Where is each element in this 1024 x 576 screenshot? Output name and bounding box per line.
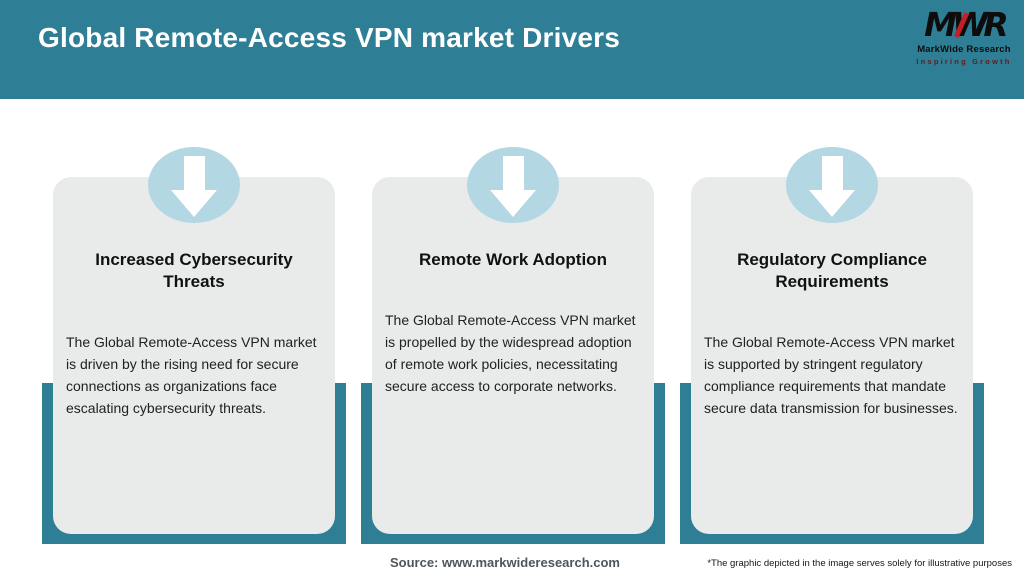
card-description: The Global Remote-Access VPN market is d… xyxy=(66,334,317,416)
down-arrow-icon xyxy=(148,147,240,223)
card-panel: Increased Cybersecurity Threats The Glob… xyxy=(53,177,335,534)
arrow-stem xyxy=(503,156,524,190)
down-arrow-icon xyxy=(467,147,559,223)
logo-company-name: MarkWide Research xyxy=(917,44,1011,55)
driver-column-regulatory: Regulatory Compliance Requirements The G… xyxy=(680,145,984,545)
card-description: The Global Remote-Access VPN market is p… xyxy=(385,312,636,394)
driver-column-cybersecurity: Increased Cybersecurity Threats The Glob… xyxy=(42,145,346,545)
disclaimer-text: *The graphic depicted in the image serve… xyxy=(707,558,1012,569)
card-title: Regulatory Compliance Requirements xyxy=(737,250,927,291)
down-arrow-icon xyxy=(786,147,878,223)
driver-column-remote-work: Remote Work Adoption The Global Remote-A… xyxy=(361,145,665,545)
arrow-head xyxy=(171,190,217,217)
arrow-head xyxy=(809,190,855,217)
arrow-head xyxy=(490,190,536,217)
card-panel: Remote Work Adoption The Global Remote-A… xyxy=(372,177,654,534)
card-title: Remote Work Adoption xyxy=(419,250,607,269)
page-title: Global Remote-Access VPN market Drivers xyxy=(38,22,621,53)
mwr-logo-mark: MWR xyxy=(909,7,1019,43)
source-text: Source: www.markwideresearch.com xyxy=(389,555,620,570)
card-title: Increased Cybersecurity Threats xyxy=(95,250,293,291)
logo-tagline: Inspiring Growth xyxy=(916,57,1012,66)
arrow-stem xyxy=(184,156,205,190)
markwide-logo: MWR MarkWide Research Inspiring Growth xyxy=(909,7,1019,67)
header-bar: Global Remote-Access VPN market Drivers … xyxy=(0,0,1024,99)
card-panel: Regulatory Compliance Requirements The G… xyxy=(691,177,973,534)
card-description: The Global Remote-Access VPN market is s… xyxy=(704,334,958,416)
arrow-stem xyxy=(822,156,843,190)
